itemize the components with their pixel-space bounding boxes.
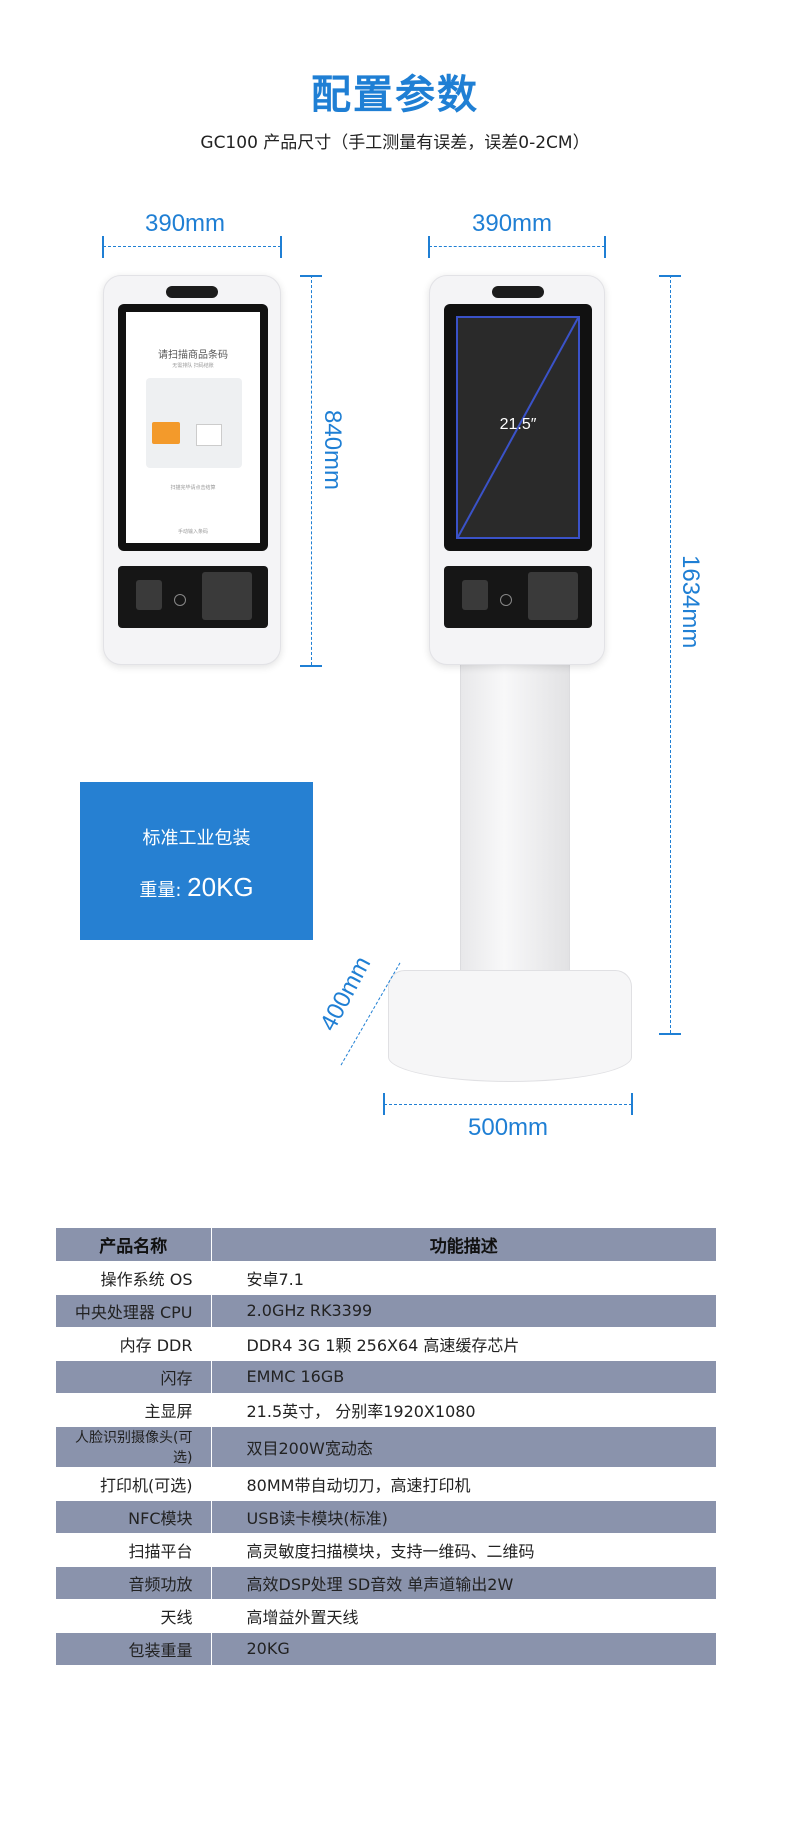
kiosk-base <box>388 970 632 1082</box>
kiosk-pole <box>460 660 570 1030</box>
nfc-icon <box>174 594 186 606</box>
base-width-label: 500mm <box>468 1114 549 1141</box>
spec-value: 2.0GHz RK3399 <box>211 1294 716 1327</box>
right-width-tick-a <box>428 236 430 258</box>
camera-bar <box>166 286 218 298</box>
base-depth-label: 400mm <box>314 952 377 1036</box>
table-row: 音频功放高效DSP处理 SD音效 单声道输出2W <box>56 1566 716 1599</box>
table-row: 操作系统 OS 安卓7.1 <box>56 1261 716 1294</box>
spec-value: 高效DSP处理 SD音效 单声道输出2W <box>211 1566 716 1599</box>
spec-key: 音频功放 <box>56 1566 212 1599</box>
scan-window <box>462 580 488 610</box>
left-width-line <box>103 246 281 247</box>
table-row: 打印机(可选) 80MM带自动切刀，高速打印机 <box>56 1467 716 1500</box>
app-sub-text: 无需排队 扫码结账 <box>172 363 214 369</box>
left-height-line <box>311 275 312 665</box>
spec-value: 安卓7.1 <box>246 1269 304 1289</box>
spec-key: 闪存 <box>56 1360 212 1393</box>
spec-key: 内存 DDR <box>56 1327 212 1360</box>
product-box <box>152 422 180 444</box>
left-height-tick-b <box>300 665 322 667</box>
left-height-tick-a <box>300 275 322 277</box>
standing-kiosk-head: 21.5″ <box>429 275 605 665</box>
scanner-printer-panel <box>444 566 592 628</box>
spec-key: 天线 <box>56 1599 212 1632</box>
nfc-icon <box>500 594 512 606</box>
screen-diagonal-label: 21.5″ <box>499 416 537 433</box>
spec-value: 高增益外置天线 <box>246 1607 359 1627</box>
spec-key: 包装重量 <box>56 1632 212 1665</box>
scanner-printer-panel <box>118 566 268 628</box>
left-width-label: 390mm <box>145 210 226 237</box>
right-width-tick-b <box>604 236 606 258</box>
spec-key: 人脸识别摄像头(可选) <box>56 1426 212 1467</box>
right-height-label: 1634mm <box>677 555 704 649</box>
scan-card <box>196 424 222 446</box>
kiosk-screen: 请扫描商品条码 无需排队 扫码结账 扫描完毕请点击结算 手动输入条码 <box>118 304 268 551</box>
desktop-kiosk: 请扫描商品条码 无需排队 扫码结账 扫描完毕请点击结算 手动输入条码 <box>103 275 281 665</box>
right-height-tick-a <box>659 275 681 277</box>
spec-value: DDR4 3G 1颗 256X64 高速缓存芯片 <box>246 1335 520 1355</box>
app-footer-text: 手动输入条码 <box>177 529 208 535</box>
printer-slot <box>528 572 578 620</box>
spec-key: 主显屏 <box>56 1393 212 1426</box>
spec-value: 20KG <box>211 1632 716 1665</box>
spec-value: USB读卡模块(标准) <box>211 1500 716 1533</box>
packaging-box: 标准工业包装 重量: 20KG <box>80 782 313 940</box>
base-width-tick-a <box>383 1093 385 1115</box>
spec-key: NFC模块 <box>56 1500 212 1533</box>
spec-value: EMMC 16GB <box>211 1360 716 1393</box>
diagonal-line <box>457 317 579 538</box>
table-row: 主显屏 21.5英寸， 分别率1920X1080 <box>56 1393 716 1426</box>
kiosk-app-ui: 请扫描商品条码 无需排队 扫码结账 扫描完毕请点击结算 手动输入条码 <box>126 312 260 543</box>
spec-key: 中央处理器 CPU <box>56 1294 212 1327</box>
camera-bar <box>492 286 544 298</box>
page-title: 配置参数 <box>311 72 479 118</box>
left-width-tick-a <box>102 236 104 258</box>
app-header-text: 请扫描商品条码 <box>158 350 228 361</box>
right-width-label: 390mm <box>472 210 553 237</box>
scan-window <box>136 580 162 610</box>
base-width-line <box>384 1104 632 1105</box>
spec-value: 双目200W宽动态 <box>211 1426 716 1467</box>
right-width-line <box>429 246 605 247</box>
base-width-tick-b <box>631 1093 633 1115</box>
table-row: 扫描平台 高灵敏度扫描模块，支持一维码、二维码 <box>56 1533 716 1566</box>
left-width-tick-b <box>280 236 282 258</box>
weight-label: 重量: <box>139 880 182 901</box>
table-row: 人脸识别摄像头(可选)双目200W宽动态 <box>56 1426 716 1467</box>
right-height-line <box>670 275 671 1033</box>
spec-value: 高灵敏度扫描模块，支持一维码、二维码 <box>246 1541 535 1561</box>
packaging-title: 标准工业包装 <box>142 828 251 849</box>
spec-key: 扫描平台 <box>56 1533 212 1566</box>
right-height-tick-b <box>659 1033 681 1035</box>
spec-key: 打印机(可选) <box>56 1467 212 1500</box>
table-row: 天线 高增益外置天线 <box>56 1599 716 1632</box>
spec-header-name: 产品名称 <box>56 1228 212 1261</box>
table-row: 内存 DDR DDR4 3G 1颗 256X64 高速缓存芯片 <box>56 1327 716 1360</box>
printer-slot <box>202 572 252 620</box>
spec-value: 80MM带自动切刀，高速打印机 <box>246 1475 471 1495</box>
kiosk-screen: 21.5″ <box>444 304 592 551</box>
packaging-weight: 重量: 20KG <box>80 872 313 903</box>
weight-value: 20KG <box>187 872 254 902</box>
left-height-label: 840mm <box>319 410 346 491</box>
app-hint-text: 扫描完毕请点击结算 <box>170 485 216 491</box>
spec-header-desc: 功能描述 <box>211 1228 716 1261</box>
page-subtitle: GC100 产品尺寸（手工测量有误差，误差0-2CM） <box>200 133 590 153</box>
scanner-illustration <box>146 378 242 468</box>
spec-key: 操作系统 OS <box>56 1261 212 1294</box>
spec-value: 21.5英寸， 分别率1920X1080 <box>246 1401 476 1421</box>
